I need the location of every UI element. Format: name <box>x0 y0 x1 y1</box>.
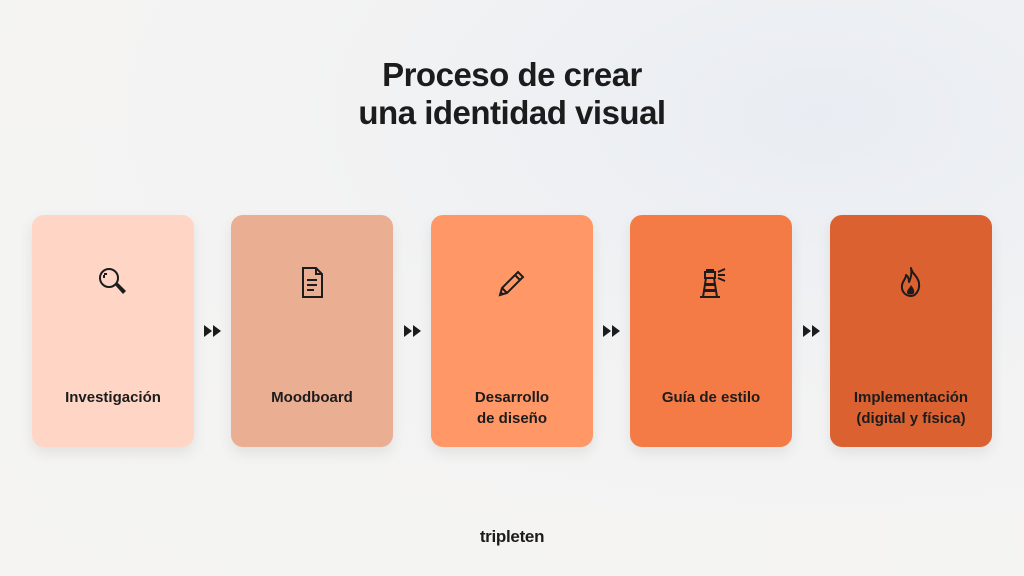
fast-forward-icon <box>602 322 622 340</box>
step-card-desarrollo: Desarrollo de diseño <box>431 215 593 447</box>
page-title: Proceso de crear una identidad visual <box>0 56 1024 132</box>
step-label: Desarrollo de diseño <box>474 389 550 427</box>
step-label: Implementación (digital y física) <box>853 389 969 427</box>
fire-icon <box>830 263 992 303</box>
magnifier-icon <box>32 263 194 303</box>
brand-logo: tripleten <box>479 527 545 546</box>
step-card-guia: Guía de estilo <box>630 215 792 447</box>
step-card-implementacion: Implementación (digital y física) <box>830 215 992 447</box>
title-line-2: una identidad visual <box>358 94 666 131</box>
lighthouse-icon <box>630 263 792 303</box>
fast-forward-icon <box>203 322 223 340</box>
pencil-icon <box>431 263 593 303</box>
document-icon <box>231 263 393 303</box>
step-card-investigacion: Investigación <box>32 215 194 447</box>
step-card-moodboard: Moodboard <box>231 215 393 447</box>
title-line-1: Proceso de crear <box>382 56 642 93</box>
fast-forward-icon <box>802 322 822 340</box>
step-label: Investigación <box>65 389 161 406</box>
fast-forward-icon <box>403 322 423 340</box>
step-label: Moodboard <box>271 389 353 406</box>
step-label: Guía de estilo <box>661 389 761 406</box>
